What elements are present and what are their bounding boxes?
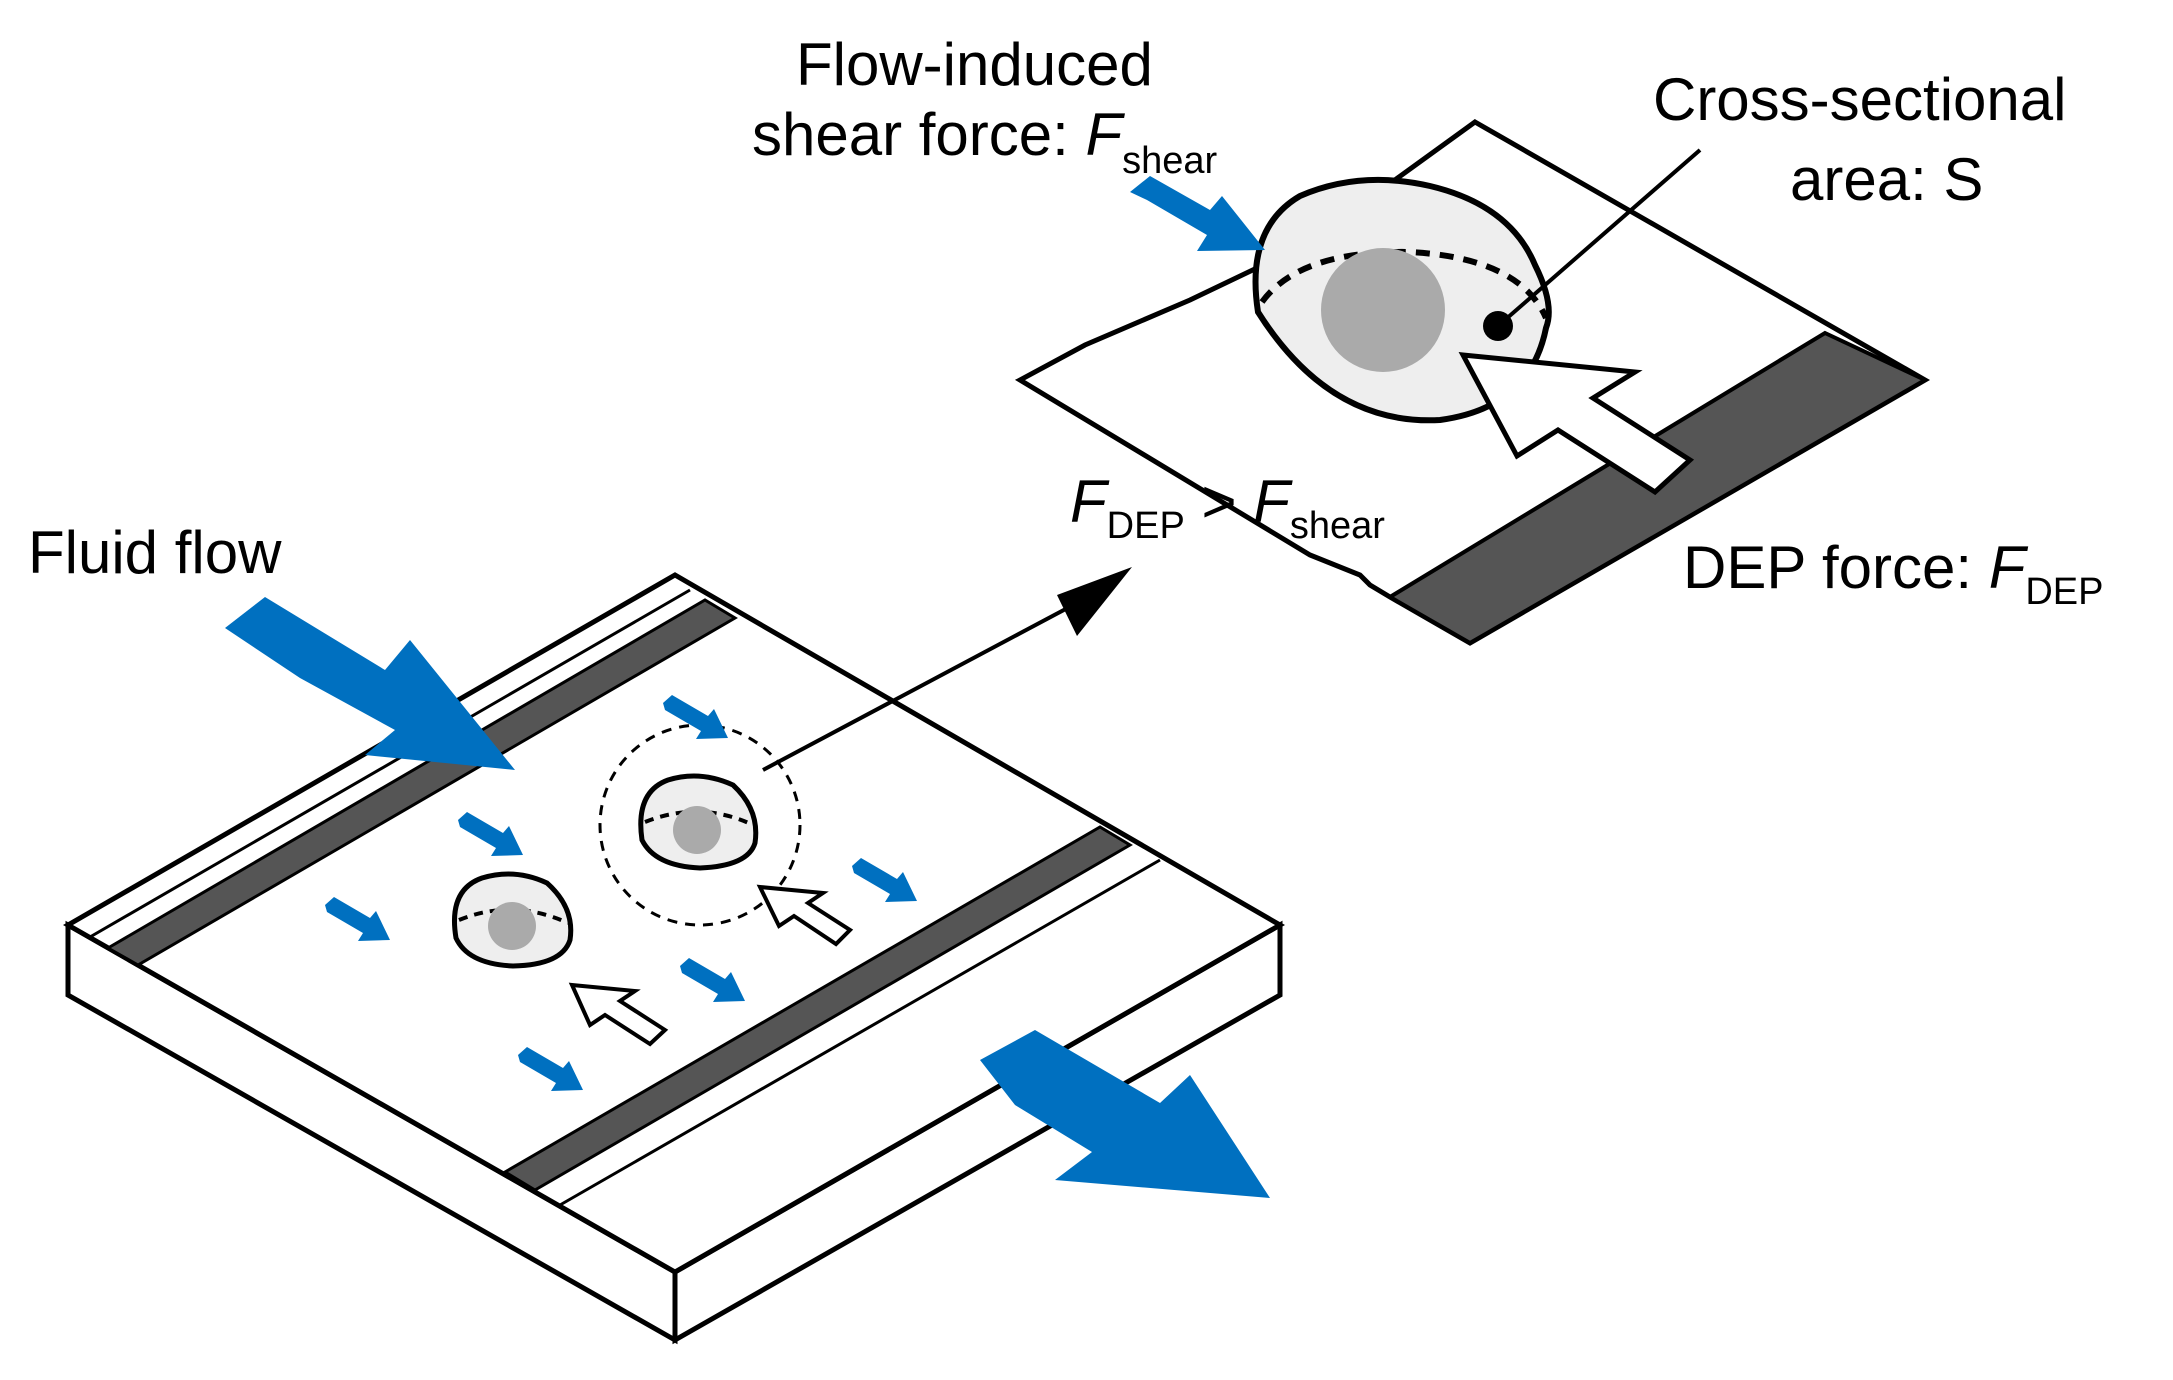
small-flow-arrow-6 bbox=[518, 1047, 583, 1091]
cell-unselected bbox=[452, 871, 574, 969]
zoom-pointer bbox=[762, 567, 1132, 772]
left-electrode bbox=[104, 598, 738, 967]
dep-arrow-small-1 bbox=[756, 884, 854, 947]
fluid-flow-arrow-in bbox=[225, 597, 515, 770]
small-flow-arrow-2 bbox=[458, 812, 523, 856]
shear-flow-arrow bbox=[1130, 176, 1265, 251]
right-electrode bbox=[502, 825, 1133, 1192]
zoom-pointer-head bbox=[1057, 567, 1132, 636]
small-flow-arrow-4 bbox=[852, 858, 917, 902]
left-rail-line bbox=[89, 588, 691, 939]
force-condition-label: FDEP > Fshear bbox=[1070, 468, 1385, 547]
dep-arrow-small-2 bbox=[568, 982, 669, 1047]
right-rail-line bbox=[559, 858, 1161, 1207]
cross-label-line2: area: S bbox=[1790, 146, 1983, 213]
small-flow-arrow-5 bbox=[680, 958, 745, 1002]
cross-section-leader-line bbox=[1496, 148, 1702, 328]
dep-force-arrow bbox=[1458, 352, 1695, 496]
zoom-inset bbox=[1014, 119, 1931, 646]
fluid-flow-label: Fluid flow bbox=[28, 519, 282, 586]
shear-label-line2: shear force: Fshear bbox=[752, 101, 1218, 182]
microfluidic-chip bbox=[62, 572, 1286, 1345]
dep-force-label: DEP force: FDEP bbox=[1683, 534, 2103, 613]
small-flow-arrow-1 bbox=[663, 695, 728, 739]
cell-selected bbox=[638, 773, 759, 871]
cross-label-line1: Cross-sectional bbox=[1653, 66, 2066, 133]
inset-cell-nucleus bbox=[1321, 248, 1445, 372]
shear-force-label: Flow-induced shear force: Fshear bbox=[752, 31, 1218, 182]
cross-section-label: Cross-sectional area: S bbox=[1653, 66, 2066, 213]
small-flow-arrow-3 bbox=[325, 897, 390, 941]
small-flow-arrows bbox=[325, 695, 917, 1091]
shear-label-line1: Flow-induced bbox=[796, 31, 1153, 98]
fluid-flow-arrow-out bbox=[980, 1030, 1270, 1198]
